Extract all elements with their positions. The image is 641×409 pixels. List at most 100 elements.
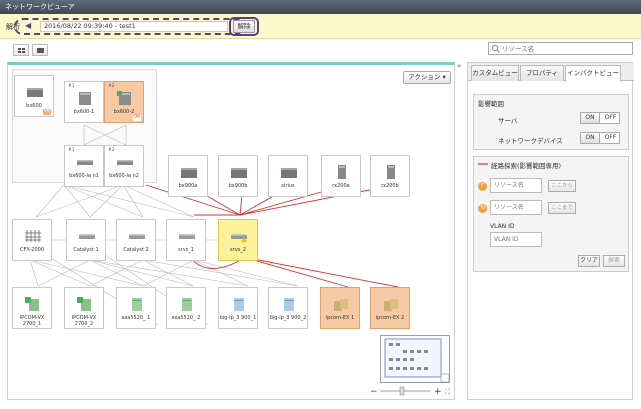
node-label: bx900b (228, 183, 248, 189)
switch-icon (179, 234, 195, 239)
analysis-value-field[interactable]: 2016/08/22 09:39:40 - test1 (40, 21, 228, 32)
node-ipcom-vx-2700-1[interactable]: IPCOM-VX 2700_1 (12, 287, 52, 329)
node-ipcom-vx-2700-2[interactable]: IPCOM-VX 2700_2 (64, 287, 104, 329)
toggle-off[interactable]: OFF (604, 134, 617, 141)
node-asa5520-1[interactable]: asa5520_ 1 (116, 287, 156, 329)
tab-custom-view[interactable]: カスタムビュー (471, 65, 519, 81)
node-ipcom-ex-1[interactable]: ipcom-EX 1 (320, 287, 360, 329)
node-label: asa5520_ 2 (171, 315, 201, 321)
node-srvs-1[interactable]: srvs_1 (166, 219, 206, 261)
list-view-button[interactable] (32, 44, 48, 56)
release-button[interactable]: 解除 (233, 20, 255, 33)
node-bx600-1[interactable]: #1 bx600-1 (64, 81, 104, 123)
firewall-icon (77, 297, 91, 311)
node-label: IPCOM-VX 2700_2 (71, 315, 97, 327)
node-label: bx600-ia n1 (69, 173, 99, 179)
route-to-button[interactable]: ここまで (548, 202, 576, 214)
route-search-button[interactable]: 探索 (603, 255, 625, 267)
node-label: rx200b (381, 183, 399, 189)
clear-button[interactable]: クリア (578, 255, 600, 267)
svg-text:⛶: ⛶ (445, 388, 450, 396)
double-chevron-icon: » (457, 62, 462, 70)
blade-server-icon (79, 92, 91, 105)
node-label: rx200a (332, 183, 350, 189)
node-bx600-2[interactable]: #2 bx600-2 99 (104, 81, 144, 123)
node-number: #2 (108, 84, 115, 89)
to-marker-icon: To (478, 204, 487, 213)
node-rx200a[interactable]: rx200a (321, 155, 361, 197)
release-highlight-outline (229, 17, 259, 36)
node-bx600-ia-n1[interactable]: #1 bx600-ia n1 (64, 145, 104, 187)
node-label: bx900a (178, 183, 198, 189)
route-from-input[interactable] (490, 178, 542, 193)
node-bx900a[interactable]: bx900a (168, 155, 208, 197)
node-cfx-2000[interactable]: CFX-2000 (12, 219, 52, 261)
search-icon (491, 44, 500, 53)
node-label: bx600 (26, 103, 42, 109)
grid-icon (18, 48, 25, 53)
node-rx200b[interactable]: rx200b (370, 155, 410, 197)
analysis-label: 解析 (6, 23, 20, 31)
impact-range-section: 影響範囲 サーバ ON OFF ネットワークデバイス ON OFF (473, 94, 629, 150)
firewall-icon (25, 297, 39, 311)
switch-icon (117, 160, 133, 165)
node-srvs-2[interactable]: srvs_2 (218, 219, 258, 261)
network-device-toggle[interactable]: ON OFF (580, 132, 620, 144)
node-label: bx600-1 (73, 109, 95, 115)
minimap[interactable] (380, 335, 450, 383)
list-icon (37, 48, 44, 53)
node-label: Catalyst 1 (73, 247, 99, 253)
node-ipcom-ex-2[interactable]: ipcom-EX 2 (370, 287, 410, 329)
node-sirius[interactable]: sirius (268, 155, 308, 197)
route-search-section: 経路探索(影響範囲専用) F ここから To ここまで VLAN ID クリア … (473, 156, 629, 272)
search-input[interactable] (502, 43, 630, 54)
action-menu-button[interactable]: アクション ▾ (403, 71, 451, 84)
server-toggle[interactable]: ON OFF (580, 112, 620, 124)
tab-impact-view[interactable]: インパクトビュー (565, 65, 621, 82)
network-canvas[interactable]: bx600 99 #1 bx600-1 #2 bx600-2 99 #1 bx6… (7, 62, 455, 400)
route-to-input[interactable] (490, 200, 542, 215)
window-title: ネットワークビューア (0, 0, 641, 14)
node-bx600-ia-n2[interactable]: #2 bx600-ia n2 (104, 145, 144, 187)
node-label: asa5520_ 1 (121, 315, 151, 321)
switch-icon (231, 234, 247, 242)
route-from-button[interactable]: ここから (548, 180, 576, 192)
count-badge: 99 (133, 115, 141, 121)
node-catalyst-2[interactable]: Catalyst 2 (116, 219, 156, 261)
zoom-control[interactable]: − + ⛶ (368, 385, 454, 397)
toggle-on[interactable]: ON (581, 113, 600, 123)
vlan-id-input[interactable] (490, 232, 542, 247)
server-icon (27, 88, 43, 97)
server-icon (281, 168, 297, 178)
node-catalyst-1[interactable]: Catalyst 1 (66, 219, 106, 261)
switch-icon (129, 234, 145, 239)
node-bx900b[interactable]: bx900b (218, 155, 258, 197)
toggle-on[interactable]: ON (581, 133, 600, 143)
panel-splitter[interactable]: » (457, 62, 465, 400)
tab-properties[interactable]: プロパティ (520, 65, 564, 81)
node-bx600[interactable]: bx600 99 (14, 75, 54, 117)
node-label: IPCOM-VX 2700_1 (19, 315, 45, 327)
tower-server-icon (338, 165, 346, 179)
count-badge: 99 (43, 109, 51, 115)
node-asa5520-2[interactable]: asa5520_ 2 (166, 287, 206, 329)
node-big-ip-3900-2[interactable]: big-ip_3 900_2 (268, 287, 308, 329)
node-label: bx600-2 (113, 109, 135, 115)
node-number: #1 (68, 148, 75, 153)
impact-range-title: 影響範囲 (478, 100, 504, 108)
node-label: big-ip_3 900_2 (269, 315, 307, 321)
firewall-icon (132, 298, 142, 311)
load-balancer-icon (234, 298, 244, 311)
server-label: サーバ (498, 117, 518, 125)
switch-icon (79, 234, 95, 239)
route-line-icon (478, 163, 488, 165)
grid-view-button[interactable] (13, 44, 29, 56)
arrow-left-icon: ◀ (25, 21, 32, 30)
node-number: #2 (108, 148, 115, 153)
toggle-off[interactable]: OFF (604, 114, 617, 121)
resource-search[interactable] (488, 42, 633, 55)
load-balancer-icon (284, 298, 294, 311)
node-big-ip-3900-1[interactable]: big-ip_3 900_1 (218, 287, 258, 329)
tower-server-icon (387, 165, 395, 179)
firewall-icon (182, 298, 192, 311)
